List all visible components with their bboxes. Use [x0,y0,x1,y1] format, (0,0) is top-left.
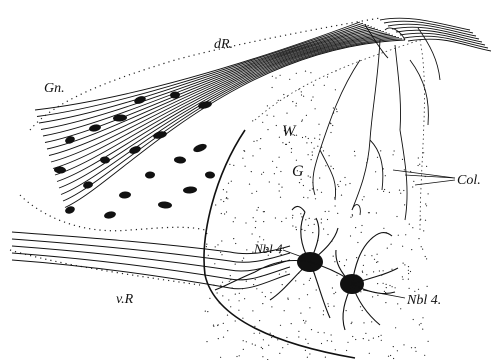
label-ganglion: Gn. [44,81,65,96]
collateral-pointers [393,170,455,185]
label-neuroblast-lower: Nbl 4. [406,293,441,308]
neuroblast-right [336,233,398,330]
label-ventral-root: v.R [116,292,134,307]
dorsal-root-fibers [35,18,491,207]
label-gray-matter: G [292,163,304,180]
label-neuroblast-upper: Nbl 4 [253,241,283,256]
collateral-branches [313,25,440,220]
ventral-root-fibers [12,232,290,289]
gray-matter-border [255,40,424,230]
label-white-matter: W [282,123,297,140]
white-matter-stipple [205,70,429,360]
label-collaterals: Col. [457,173,481,188]
label-dorsal-root: dR. [214,37,233,52]
